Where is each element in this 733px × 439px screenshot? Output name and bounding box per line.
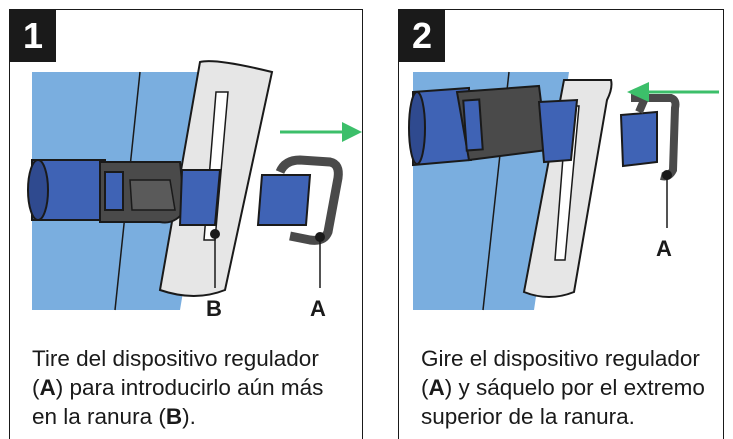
step-2-panel: A 2 Gire el dispositivo regulador (A) y … — [398, 9, 724, 439]
label-a: A — [656, 236, 672, 261]
step-1-illustration: B A — [27, 60, 362, 321]
step-1-panel: B A 1 Tire del dispositivo regulador (A)… — [9, 9, 363, 439]
step-2-illustration: A — [408, 71, 719, 311]
step-number: 2 — [399, 10, 445, 62]
step-2-caption: Gire el dispositivo regulador (A) y sáqu… — [421, 346, 705, 429]
step-number: 1 — [10, 10, 56, 62]
label-a: A — [310, 296, 326, 321]
label-b: B — [206, 296, 222, 321]
step-1-caption: Tire del dispositivo regulador (A) para … — [32, 346, 324, 429]
